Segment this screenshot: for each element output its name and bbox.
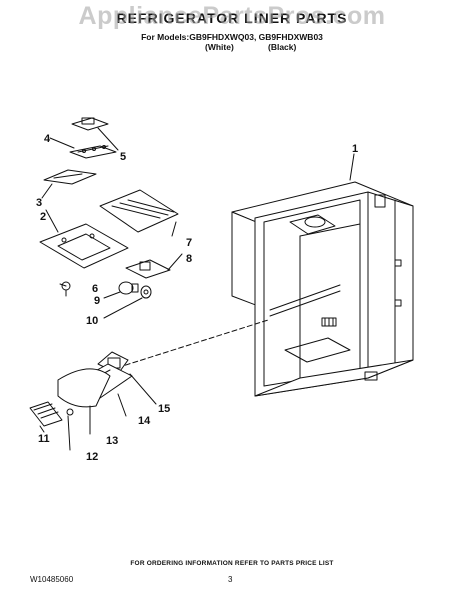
leader-lines	[39, 127, 355, 451]
callout-numbers: 1 2 3 4 5 6 7 8 9 10 11 12 13 14 15	[36, 133, 358, 463]
callout-4: 4	[44, 133, 51, 145]
part-lamp-cover	[99, 189, 179, 233]
part-knob	[66, 408, 74, 416]
callout-15: 15	[158, 403, 170, 415]
ordering-note: FOR ORDERING INFORMATION REFER TO PARTS …	[130, 560, 334, 567]
part-liner	[231, 181, 414, 397]
part-bulb	[118, 281, 139, 295]
variant-black-label: (Black)	[268, 42, 297, 52]
callout-1: 1	[352, 143, 358, 155]
part-socket	[71, 117, 109, 131]
callout-14: 14	[138, 415, 151, 427]
callout-12: 12	[86, 451, 98, 463]
callout-6: 6	[92, 283, 98, 295]
page-title: REFRIGERATOR LINER PARTS	[116, 10, 348, 26]
callout-3: 3	[36, 197, 42, 209]
callout-7: 7	[186, 237, 192, 249]
watermark: AppliancePartsPros.com	[78, 2, 386, 30]
part-label-card	[43, 169, 97, 185]
part-bracket	[125, 259, 171, 279]
part-connector	[69, 145, 117, 159]
page-number: 3	[228, 575, 233, 584]
callout-9: 9	[94, 295, 100, 307]
document-number: W10485060	[30, 575, 74, 584]
part-light-housing	[39, 223, 129, 269]
callout-10: 10	[86, 315, 98, 327]
assembly-line	[109, 319, 269, 371]
callout-13: 13	[106, 435, 118, 447]
variant-white-label: (White)	[205, 42, 234, 52]
models-line: For Models:GB9FHDXWQ03, GB9FHDXWB03	[141, 32, 323, 42]
callout-5: 5	[120, 151, 126, 163]
callout-2: 2	[40, 211, 46, 223]
callout-8: 8	[186, 253, 192, 265]
part-knob-cover	[57, 368, 111, 408]
part-louver	[29, 401, 63, 427]
part-screw	[61, 281, 71, 297]
part-nut	[140, 285, 152, 299]
callout-11: 11	[38, 433, 50, 445]
